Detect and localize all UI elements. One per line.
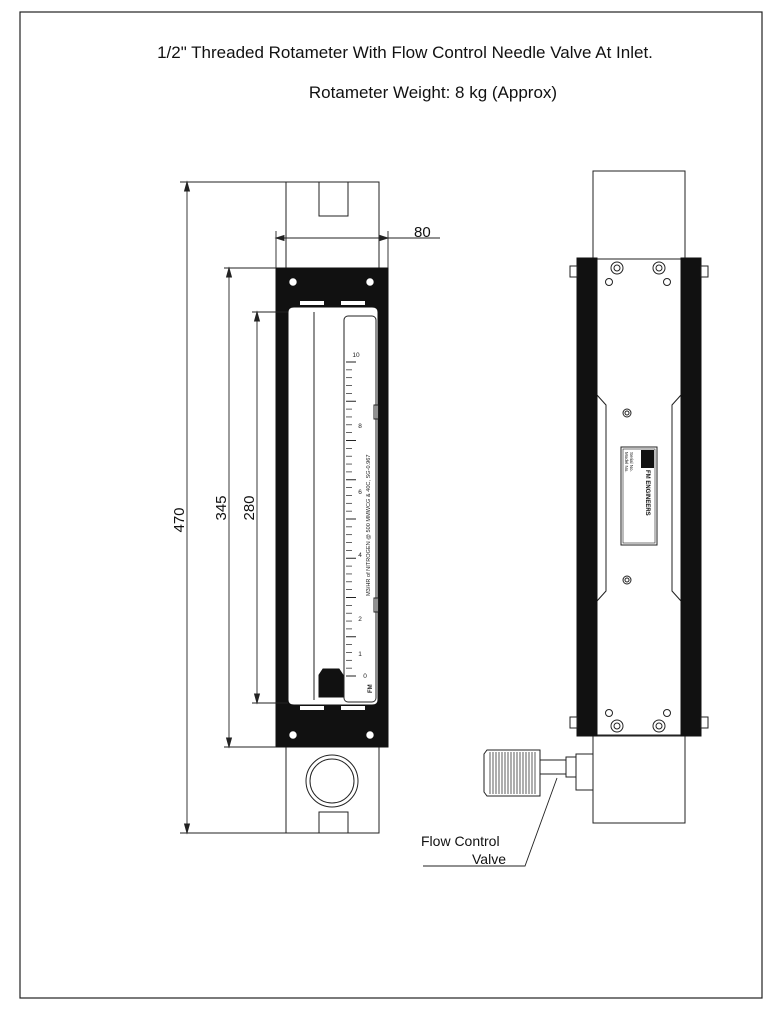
nameplate-logo [641,450,654,468]
screw [610,261,624,275]
callout-line-1: Flow Control [421,833,500,849]
arrowhead [253,693,261,705]
frame-notch [341,706,365,710]
valve-collar [565,756,577,778]
nameplate: FM ENGINEERS Serial No. Model No. [620,446,658,546]
side-bottom-fitting [592,735,686,824]
arrowhead [225,266,233,278]
front-frame [275,267,389,748]
arrowhead [379,234,390,242]
arrowhead [253,310,261,322]
nameplate-inner [622,448,656,544]
screw [622,408,632,418]
screw [622,575,632,585]
nameplate-company: FM ENGINEERS [644,470,650,516]
valve-callout: Flow Control Valve [421,777,558,867]
screw [652,261,666,275]
tick-label: 4 [358,552,362,559]
front-view [275,181,389,834]
scale-tab [373,404,379,420]
side-rail-left [576,257,598,737]
side-rail-right [680,257,702,737]
tick-label: 2 [358,616,362,623]
scale-unit-text: M3/HR of NITROGEN @ 500 MMWCG & 40C, SG-… [366,454,372,596]
screw-center [624,577,630,583]
screw-center [655,722,663,730]
rail-ear [569,716,578,729]
dim-width-label: 80 [414,224,431,241]
screw [663,709,671,717]
scale-labels: 10 8 6 4 2 1 0 M3/HR of NITROGEN @ 500 M… [352,352,374,693]
screw-center [624,410,630,416]
screw [610,719,624,733]
dim-280-label: 280 [241,495,258,520]
scale-tab [373,597,379,613]
bottom-port-slot [318,811,349,834]
screw [663,278,671,286]
scale-mark: FM [368,684,374,693]
frame-hole [366,278,374,286]
frame-hole [289,278,297,286]
float-cap [318,692,344,698]
arrowhead [183,180,191,192]
frame-hole [366,731,374,739]
bottom-port-outer [305,754,359,808]
dim-470-label: 470 [171,507,188,532]
side-top-fitting [592,170,686,260]
arrowhead [225,737,233,749]
rail-ear [700,716,709,729]
valve-body [575,753,594,791]
drawing-subtitle: Rotameter Weight: 8 kg (Approx) [309,83,557,102]
dim-345-label: 345 [213,495,230,520]
callout-line-2: Valve [472,851,506,867]
side-view [483,170,709,824]
screw-center [613,264,621,272]
nameplate-line: Model No. [624,452,629,473]
rail-ear [700,265,709,278]
tick-label: 0 [363,673,367,680]
leader-line [423,777,558,867]
screw-center [655,264,663,272]
frame-notch [300,301,324,305]
scale-ticks [346,361,356,677]
tick-label: 6 [358,489,362,496]
tick-label: 1 [358,651,362,658]
nameplate-line: Serial No. [629,452,634,472]
sheet-border [19,11,763,999]
arrowhead [274,234,285,242]
screw [605,278,613,286]
float [318,668,344,694]
frame-hole [289,731,297,739]
bottom-port-inner [309,758,355,804]
dimensions [180,180,440,835]
arrowhead [183,823,191,835]
screw-center [613,722,621,730]
frame-notch [300,706,324,710]
screw [652,719,666,733]
frame-notch [341,301,365,305]
rail-ear [569,265,578,278]
top-port-slot [318,181,349,217]
screw [605,709,613,717]
dimension-labels: 80 470 345 280 [171,224,431,533]
tick-label: 10 [352,352,360,359]
drawing-title: 1/2" Threaded Rotameter With Flow Contro… [157,43,653,62]
valve-knob-knurl [489,752,536,794]
tick-label: 8 [358,423,362,430]
